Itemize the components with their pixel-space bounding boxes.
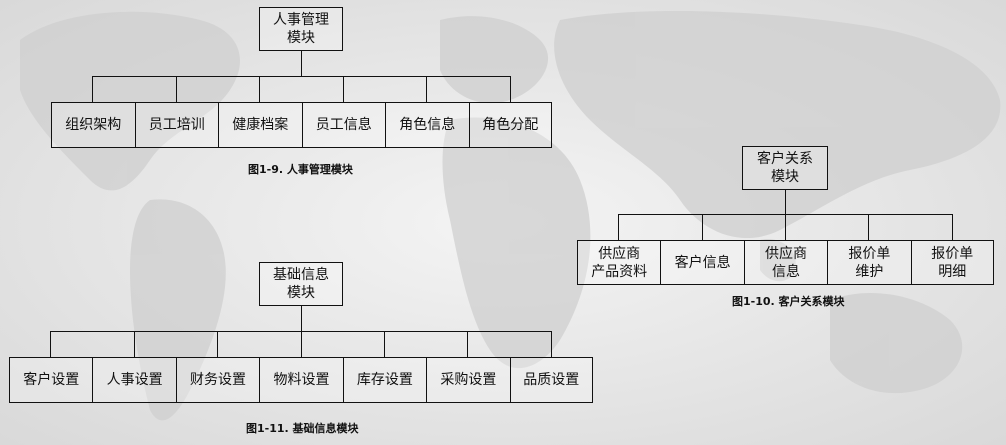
hr-module-child-box: 组织架构	[51, 102, 136, 148]
child-connector	[133, 331, 135, 357]
child-connector	[300, 331, 302, 357]
hr-module-child-box: 角色信息	[385, 102, 470, 148]
base-module-root-connector	[300, 306, 302, 331]
base-module-child-box: 采购设置	[426, 357, 511, 403]
base-module-root-box: 基础信息 模块	[259, 262, 343, 306]
child-connector	[868, 214, 870, 240]
crm-module-child-box: 供应商 产品资料	[577, 240, 662, 285]
child-connector	[259, 76, 261, 102]
child-connector	[426, 76, 428, 102]
base-module-child-box: 品质设置	[509, 357, 593, 403]
base-module-child-box: 物料设置	[259, 357, 344, 403]
crm-module-child-box: 客户信息	[660, 240, 745, 285]
child-connector	[50, 331, 52, 357]
child-connector	[217, 331, 219, 357]
hr-module-child-box: 健康档案	[218, 102, 303, 148]
crm-module-root-box: 客户关系 模块	[742, 146, 828, 190]
hr-module-child-box: 员工培训	[134, 102, 219, 148]
child-connector	[785, 214, 786, 240]
crm-module-child-box: 报价单 维护	[827, 240, 912, 285]
child-connector	[509, 76, 511, 102]
child-connector	[92, 76, 94, 102]
child-connector	[951, 214, 953, 240]
hr-module-child-box: 员工信息	[301, 102, 386, 148]
hr-module-root-box: 人事管理 模块	[259, 7, 343, 51]
crm-module-child-box: 报价单 明细	[910, 240, 994, 285]
child-connector	[550, 331, 552, 357]
base-module-child-box: 客户设置	[9, 357, 94, 403]
hr-module-root-connector	[300, 51, 302, 76]
child-connector	[342, 76, 344, 102]
child-connector	[701, 214, 703, 240]
child-connector	[383, 331, 385, 357]
hr-module-child-box: 角色分配	[468, 102, 552, 148]
hr-module-caption: 图1-9. 人事管理模块	[248, 163, 353, 176]
base-module-child-box: 财务设置	[175, 357, 261, 403]
crm-module-caption: 图1-10. 客户关系模块	[732, 295, 845, 308]
base-module-child-box: 人事设置	[92, 357, 177, 403]
base-module-child-box: 库存设置	[342, 357, 428, 403]
child-connector	[175, 76, 177, 102]
child-connector	[618, 214, 620, 240]
crm-module-child-box: 供应商 信息	[743, 240, 829, 285]
child-connector	[467, 331, 469, 357]
crm-module-root-connector	[784, 190, 786, 214]
hr-module-bus-line	[92, 76, 512, 77]
base-module-caption: 图1-11. 基础信息模块	[246, 422, 359, 435]
